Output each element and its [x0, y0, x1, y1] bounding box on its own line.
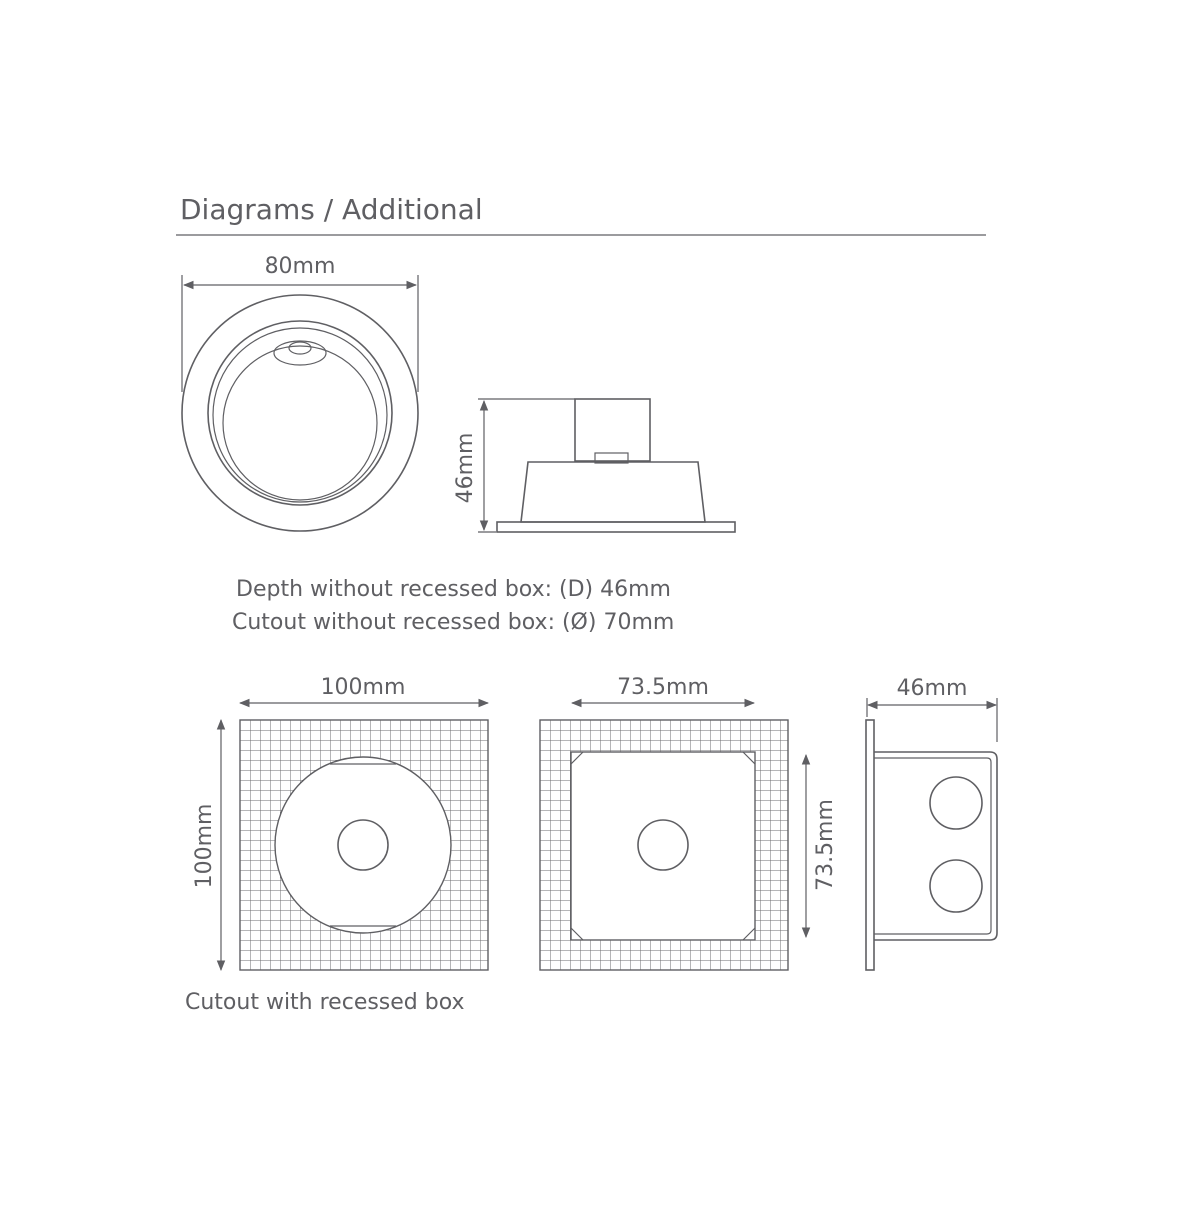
- box-outer-height-label: 100mm: [192, 804, 217, 889]
- box-inner-width-label: 73.5mm: [617, 675, 709, 700]
- box-body: [874, 751, 998, 941]
- side-depth-label: 46mm: [453, 433, 478, 504]
- knockout-bottom: [929, 859, 983, 913]
- connector: [594, 452, 629, 464]
- box-corner-tabs: [570, 751, 756, 941]
- knockout-top: [929, 776, 983, 830]
- box-depth-label: 46mm: [897, 676, 968, 701]
- box-outer-width-label: 100mm: [321, 675, 406, 700]
- cutout-note: Cutout without recessed box: (Ø) 70mm: [232, 610, 674, 635]
- box-inner-height-label: 73.5mm: [813, 799, 838, 891]
- driver-block: [574, 398, 651, 462]
- cable-entry: [337, 819, 389, 871]
- page-title: Diagrams / Additional: [180, 193, 483, 226]
- box-inner-wall: [874, 757, 992, 935]
- face-plate: [496, 521, 736, 533]
- inner-bezel: [207, 320, 393, 506]
- led-lens: [288, 341, 312, 355]
- outer-bezel: [181, 294, 419, 532]
- side-view: 46mm: [453, 398, 736, 533]
- box-flange: [865, 719, 875, 971]
- cable-entry-square: [637, 819, 689, 871]
- aperture-ring: [212, 327, 388, 503]
- square-box-opening: [570, 751, 756, 941]
- depth-note: Depth without recessed box: (D) 46mm: [236, 577, 671, 602]
- recessed-box-caption: Cutout with recessed box: [185, 990, 465, 1015]
- recessed-box-square: 73.5mm 73.5mm: [539, 675, 838, 971]
- led-housing: [273, 340, 327, 366]
- recessed-box-round-cutout: 100mm 100mm: [192, 675, 490, 972]
- round-cutout: [274, 756, 452, 934]
- aperture: [222, 345, 378, 501]
- recessed-box-side: 46mm: [865, 676, 998, 971]
- housing-body: [520, 461, 706, 523]
- front-view: 80mm: [181, 254, 419, 532]
- top-width-label: 80mm: [265, 254, 336, 279]
